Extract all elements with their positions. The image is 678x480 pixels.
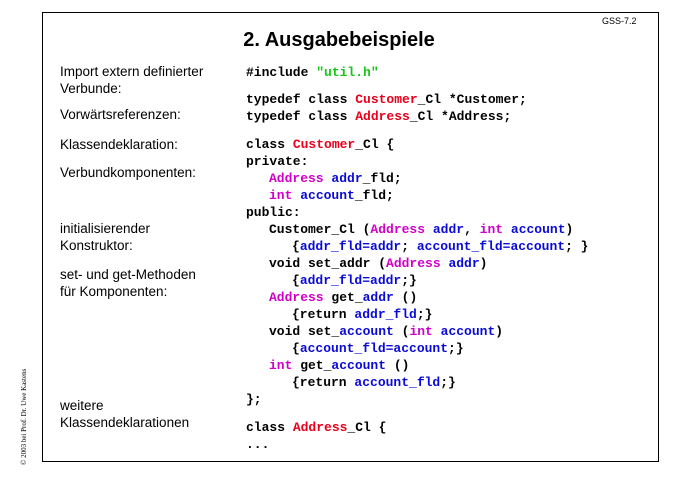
code-typedef-address: typedef class Address_Cl *Address; [246, 109, 512, 124]
code-constructor-body: {addr_fld=addr; account_fld=account; } [292, 239, 589, 254]
label-line: weitere [60, 398, 104, 413]
code-class-address: class Address_Cl { [246, 420, 387, 435]
code-get-account: int get_account () [269, 358, 410, 373]
label-line: Verbunde: [60, 81, 122, 96]
label-more-classes: weitere Klassendeklarationen [60, 397, 189, 431]
label-line: Konstruktor: [60, 238, 133, 253]
code-constructor: Customer_Cl (Address addr, int account) [269, 222, 574, 237]
label-import: Import extern definierter Verbunde: [60, 63, 203, 97]
slide-title: 2. Ausgabebeispiele [243, 29, 435, 51]
label-line: Klassendeklarationen [60, 415, 190, 430]
label-line: initialisierender [60, 221, 151, 236]
copyright-note: © 2003 bei Prof. Dr. Uwe Kastens [20, 368, 28, 465]
label-line: Import extern definierter [60, 64, 204, 79]
code-set-addr: void set_addr (Address addr) [269, 256, 488, 271]
code-public: public: [246, 205, 301, 220]
code-private: private: [246, 154, 309, 169]
label-constructor: initialisierender Konstruktor: [60, 220, 150, 254]
code-get-addr: Address get_addr () [269, 290, 418, 305]
code-set-account: void set_account (int account) [269, 324, 504, 339]
code-get-account-body: {return account_fld;} [292, 375, 456, 390]
label-set-get: set- und get-Methoden für Komponenten: [60, 266, 196, 300]
label-forward-refs: Vorwärtsreferenzen: [60, 107, 181, 122]
label-class-decl: Klassendeklaration: [60, 137, 178, 152]
label-components: Verbundkomponenten: [60, 165, 196, 180]
slide-id: GSS-7.2 [602, 16, 637, 26]
code-field-account: int account_fld; [269, 188, 394, 203]
label-line: set- und get-Methoden [60, 267, 196, 282]
code-set-addr-body: {addr_fld=addr;} [292, 273, 417, 288]
code-include: #include "util.h" [246, 65, 379, 80]
code-ellipsis: ... [246, 437, 270, 452]
code-class-end: }; [246, 392, 262, 407]
code-field-addr: Address addr_fld; [269, 171, 402, 186]
code-class-customer: class Customer_Cl { [246, 137, 395, 152]
code-set-account-body: {account_fld=account;} [292, 341, 464, 356]
label-line: für Komponenten: [60, 284, 168, 299]
slide-frame [42, 12, 659, 462]
code-get-addr-body: {return addr_fld;} [292, 307, 433, 322]
code-typedef-customer: typedef class Customer_Cl *Customer; [246, 92, 527, 107]
